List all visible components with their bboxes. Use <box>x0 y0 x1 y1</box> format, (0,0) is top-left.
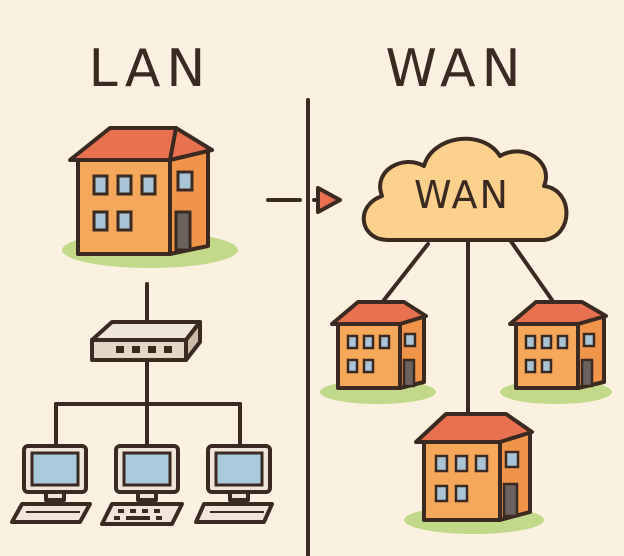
wan-title: WAN <box>385 39 526 99</box>
lan-house-icon <box>62 126 238 268</box>
arrow-icon <box>266 186 342 214</box>
wan-house-icon-left <box>320 300 436 404</box>
computer-icon-left <box>10 444 92 524</box>
router-icon <box>90 320 202 362</box>
computer-icon-middle <box>100 444 184 526</box>
computer-icon-right <box>194 444 274 524</box>
wan-house-icon-bottom <box>404 412 544 534</box>
cloud-label: WAN <box>414 173 510 217</box>
wan-house-icon-right <box>500 300 612 404</box>
cloud-icon: WAN <box>361 136 569 242</box>
lan-connections <box>54 358 242 448</box>
wan-connections <box>382 238 554 416</box>
lan-title: LAN <box>89 39 212 99</box>
